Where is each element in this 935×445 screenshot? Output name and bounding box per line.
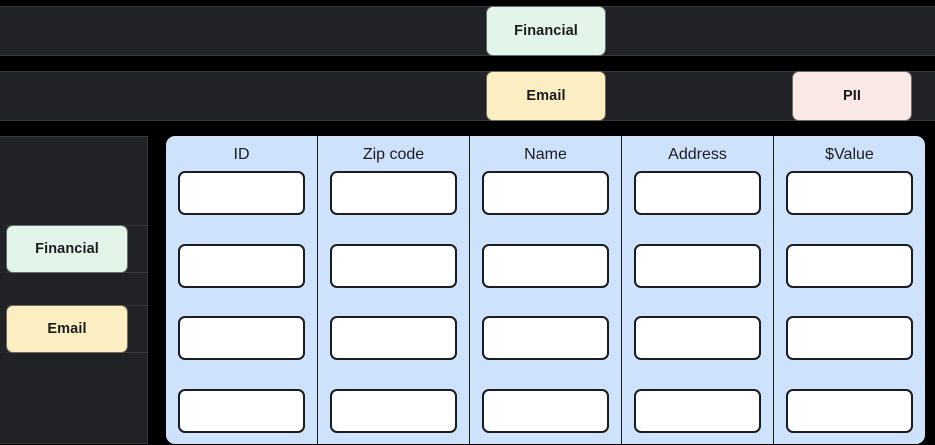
column-header: Zip code [362,146,425,163]
table-cell[interactable] [634,388,761,433]
column-cells [318,171,469,444]
tag-chip-pii-row2[interactable]: PII [792,71,912,121]
column-cells [622,171,773,444]
tag-row-1 [0,6,935,56]
table-cell[interactable] [330,388,457,433]
sidebar-item-financial[interactable]: Financial [6,225,128,273]
table-cell[interactable] [786,171,913,215]
table-cell[interactable] [482,171,609,215]
sidebar-panel: Financial Email [0,136,148,444]
table-cell[interactable] [178,388,305,433]
table-column-address: Address [621,136,773,444]
table-column-name: Name [469,136,621,444]
column-header: Name [524,146,567,163]
table-cell[interactable] [786,243,913,288]
sidebar-item-email[interactable]: Email [6,305,128,353]
table-column-zip-code: Zip code [317,136,469,444]
tag-chip-financial-row1[interactable]: Financial [486,6,606,56]
column-header: $Value [825,146,874,163]
table-cell[interactable] [482,243,609,288]
table-cell[interactable] [178,171,305,215]
table-cell[interactable] [634,243,761,288]
table-cell[interactable] [330,243,457,288]
data-table: ID Zip code Name [166,136,925,444]
table-cell[interactable] [634,316,761,361]
column-cells [774,171,925,444]
table-cell[interactable] [330,171,457,215]
table-cell[interactable] [178,243,305,288]
table-cell[interactable] [330,316,457,361]
column-cells [166,171,317,444]
table-column-value: $Value [773,136,925,444]
column-cells [470,171,621,444]
table-cell[interactable] [786,316,913,361]
table-cell[interactable] [482,316,609,361]
table-cell[interactable] [178,316,305,361]
table-column-id: ID [166,136,317,444]
table-cell[interactable] [786,388,913,433]
table-cell[interactable] [634,171,761,215]
column-header: ID [233,146,250,163]
column-header: Address [668,146,727,163]
table-cell[interactable] [482,388,609,433]
tag-row-2 [0,71,935,121]
tag-chip-email-row2[interactable]: Email [486,71,606,121]
